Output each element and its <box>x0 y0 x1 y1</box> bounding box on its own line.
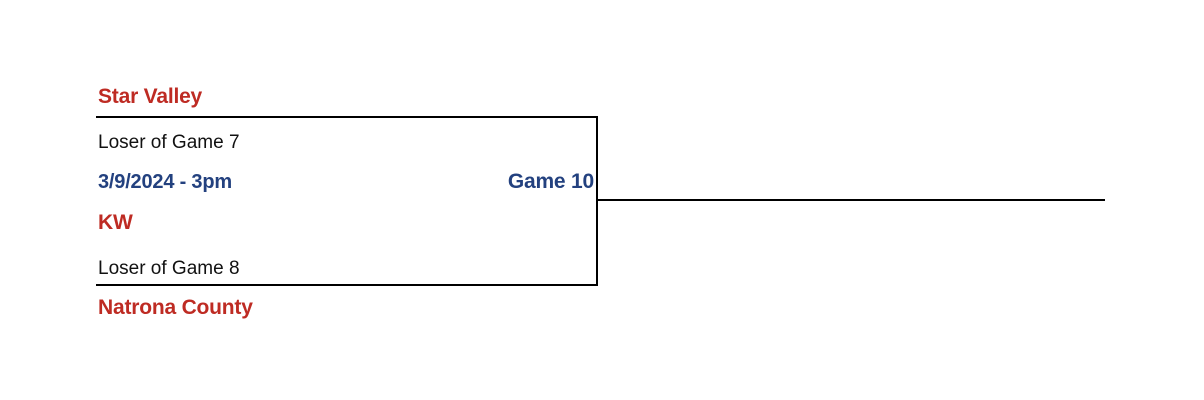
bracket-row-top-team: Star Valley <box>98 82 594 112</box>
bracket-line-bottom-horizontal <box>96 284 598 286</box>
bracket-row-bottom-team: KW <box>98 208 594 238</box>
top-slot-team-name[interactable]: Star Valley <box>98 85 203 108</box>
bracket-row-winner-team: Natrona County <box>98 293 594 323</box>
winner-slot-team-name[interactable]: Natrona County <box>98 296 253 319</box>
bracket-line-top-horizontal <box>96 116 598 118</box>
bracket-row-bottom-seed: Loser of Game 8 <box>98 254 594 284</box>
top-slot-seed-label: Loser of Game 7 <box>98 132 240 153</box>
bottom-slot-team-name[interactable]: KW <box>98 211 133 234</box>
game-label[interactable]: Game 10 <box>507 170 594 193</box>
bracket-line-vertical-connector <box>596 116 598 286</box>
game-datetime[interactable]: 3/9/2024 - 3pm <box>98 171 232 193</box>
bottom-slot-seed-label: Loser of Game 8 <box>98 258 240 279</box>
bracket-row-game-info: 3/9/2024 - 3pm Game 10 <box>98 167 594 197</box>
bracket-row-top-seed: Loser of Game 7 <box>98 128 594 158</box>
bracket-line-advance-horizontal <box>596 199 1105 201</box>
